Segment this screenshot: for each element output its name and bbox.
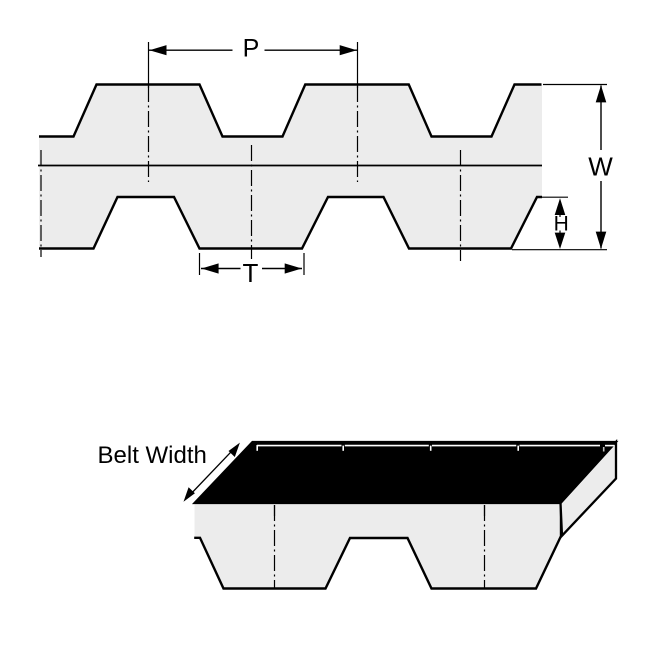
svg-text:P: P bbox=[243, 35, 260, 63]
svg-text:Belt Width: Belt Width bbox=[98, 442, 207, 469]
svg-text:H: H bbox=[554, 212, 569, 235]
svg-text:W: W bbox=[588, 151, 613, 181]
svg-text:T: T bbox=[243, 258, 259, 288]
